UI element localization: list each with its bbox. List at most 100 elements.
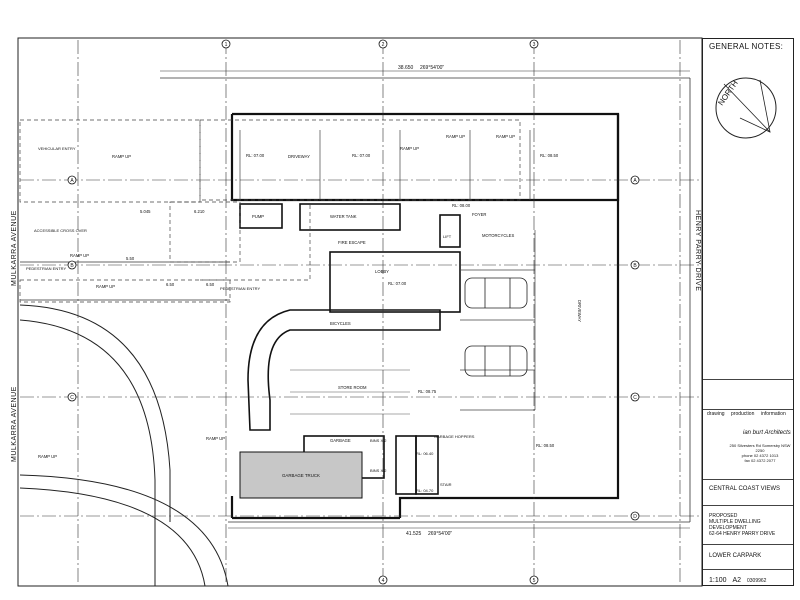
grid-col-1 (221, 39, 231, 49)
rl-mid: RL: 08.75 (418, 389, 437, 394)
building-outline (230, 112, 620, 520)
label-pedestrian-entry-mid: PEDESTRIAN ENTRY (220, 286, 260, 291)
scale-row: 1:100 A2 0309962 (709, 577, 766, 584)
spot-levels: 5.045 6.210 6.50 6.50 5.50 (126, 209, 215, 287)
internal-walls (239, 203, 461, 495)
gridlines (20, 40, 700, 584)
label-driveway-top: DRIVEWAY (288, 154, 310, 159)
grid-col-4 (378, 575, 388, 585)
grid-col-5 (529, 575, 539, 585)
label-pump: PUMP (252, 214, 264, 219)
svg-text:5.50: 5.50 (126, 256, 135, 261)
grid-col-markers (221, 39, 539, 585)
ramp-labels: RAMP UP RAMP UP RAMP UP RAMP UP RAMP UP … (38, 134, 515, 459)
drawing-number: 0309962 (747, 578, 767, 584)
firm-address: 250 Silvesters Rd Somersby NSW 2250 phon… (727, 443, 793, 463)
rl-top-3: RL: 08.50 (540, 153, 559, 158)
grid-col-label-1: 1 (225, 42, 228, 48)
ramp-left-2: RAMP UP (70, 253, 89, 258)
scale-value: 1:100 (709, 577, 727, 584)
rl-lobby: RL: 07.00 (388, 281, 407, 286)
svg-text:5.045: 5.045 (140, 209, 151, 214)
label-pedestrian-entry-left: PEDESTRIAN ENTRY (26, 266, 66, 271)
ramp-outlines (19, 119, 521, 303)
ramp-bottom-mid: RAMP UP (206, 436, 225, 441)
rl-top-1: RL: 07.00 (246, 153, 265, 158)
car-2 (464, 345, 528, 377)
label-store-room: STORE ROOM (338, 385, 367, 390)
ramp-top-3: RAMP UP (400, 146, 419, 151)
rl-foyer: RL: 08.00 (452, 203, 471, 208)
bearing-top: 269°54'00" (420, 65, 444, 71)
svg-text:A: A (70, 178, 74, 184)
svg-text:6.50: 6.50 (206, 282, 215, 287)
svg-text:B: B (633, 263, 637, 269)
ramp-top-1: RAMP UP (446, 134, 465, 139)
title-block: GENERAL NOTES: drawing production inform… (702, 38, 794, 586)
ramp-top-2: RAMP UP (496, 134, 515, 139)
label-garbage-hoppers: GARBAGE HOPPERS (434, 434, 475, 439)
label-accessible-cross-over: ACCESSIBLE CROSS OVER (34, 228, 87, 233)
svg-text:6.50: 6.50 (166, 282, 175, 287)
svg-text:B: B (70, 263, 74, 269)
grid-col-label-3: 3 (533, 42, 536, 48)
label-foyer: FOYER (472, 212, 486, 217)
svg-text:C: C (70, 395, 74, 401)
rl-garbage-1: RL: 06.40 (416, 451, 434, 456)
col-header-information: information (761, 411, 786, 417)
sheet-title: LOWER CARPARK (709, 553, 762, 559)
street-name-henry-parry: HENRY PARRY DRIVE (694, 210, 701, 291)
label-fire-escape: FIRE ESCAPE (338, 240, 366, 245)
col-header-drawing: drawing (707, 411, 725, 417)
sheet-size: A2 (732, 577, 742, 584)
grid-col-label-5: 5 (533, 578, 536, 584)
label-bins-2: BINS X 2 (370, 468, 387, 473)
label-garbage-truck: GARBAGE TRUCK (282, 473, 320, 478)
street-curb-lines (19, 304, 229, 587)
ramp-mid: RAMP UP (96, 284, 115, 289)
project-name: CENTRAL COAST VIEWS (709, 486, 781, 492)
dim-top: 38.650 (398, 65, 414, 71)
level-labels: RL: 07.00 RL: 07.00 RL: 08.50 RL: 08.00 … (246, 153, 559, 493)
address-line-3: fax 02 4372 2077 (744, 458, 776, 463)
grid-col-label-2: 2 (382, 42, 385, 48)
grid-row-markers (67, 175, 640, 521)
bearing-bottom: 269°54'00" (428, 531, 452, 537)
rl-garbage-2: RL: 04.70 (416, 488, 434, 493)
car-1 (464, 277, 528, 309)
label-garbage: GARBAGE (330, 438, 351, 443)
label-bins-1: BINS X 2 (370, 438, 387, 443)
grid-col-2 (378, 39, 388, 49)
project-description: PROPOSED MULTIPLE DWELLING DEVELOPMENT 6… (709, 513, 776, 537)
label-lift: LIFT (443, 234, 452, 239)
address-line-1: 250 Silvesters Rd Somersby NSW 2250 (729, 443, 791, 453)
label-vehicular-entry: VEHICULAR ENTRY (38, 146, 76, 151)
svg-text:A: A (633, 178, 637, 184)
label-motorcycles: MOTORCYCLES (482, 233, 514, 238)
svg-text:C: C (633, 395, 637, 401)
label-stair: STAIR (440, 482, 452, 487)
ramp-left: RAMP UP (112, 154, 131, 159)
svg-text:6.210: 6.210 (194, 209, 205, 214)
grid-col-3 (529, 39, 539, 49)
firm-name: ian burt Architects (743, 430, 791, 436)
dimension-lines (160, 70, 690, 529)
grid-col-label-4: 4 (382, 578, 385, 584)
label-lobby: LOBBY (375, 269, 389, 274)
rl-bottom: RL: 08.50 (536, 443, 555, 448)
grid-row-labels: A B C A B C D (70, 178, 637, 520)
address-line-2: phone 02 4372 1013 (741, 453, 779, 458)
ramp-bottom-left: RAMP UP (38, 454, 57, 459)
general-notes-heading: GENERAL NOTES: (709, 42, 784, 51)
street-name-mulkarra-south: MULKARRA AVENUE (11, 386, 18, 462)
room-labels: PUMP WATER TANK FIRE ESCAPE LIFT FOYER M… (26, 146, 582, 487)
street-name-mulkarra-north: MULKARRA AVENUE (11, 210, 18, 286)
store-room-shelving (290, 369, 410, 415)
garbage-truck-zone (239, 451, 363, 499)
svg-text:D: D (633, 514, 637, 520)
rl-top-2: RL: 07.00 (352, 153, 371, 158)
label-bicycles: BICYCLES (330, 321, 351, 326)
label-water-tank: WATER TANK (330, 214, 357, 219)
parking-bays (239, 130, 536, 411)
